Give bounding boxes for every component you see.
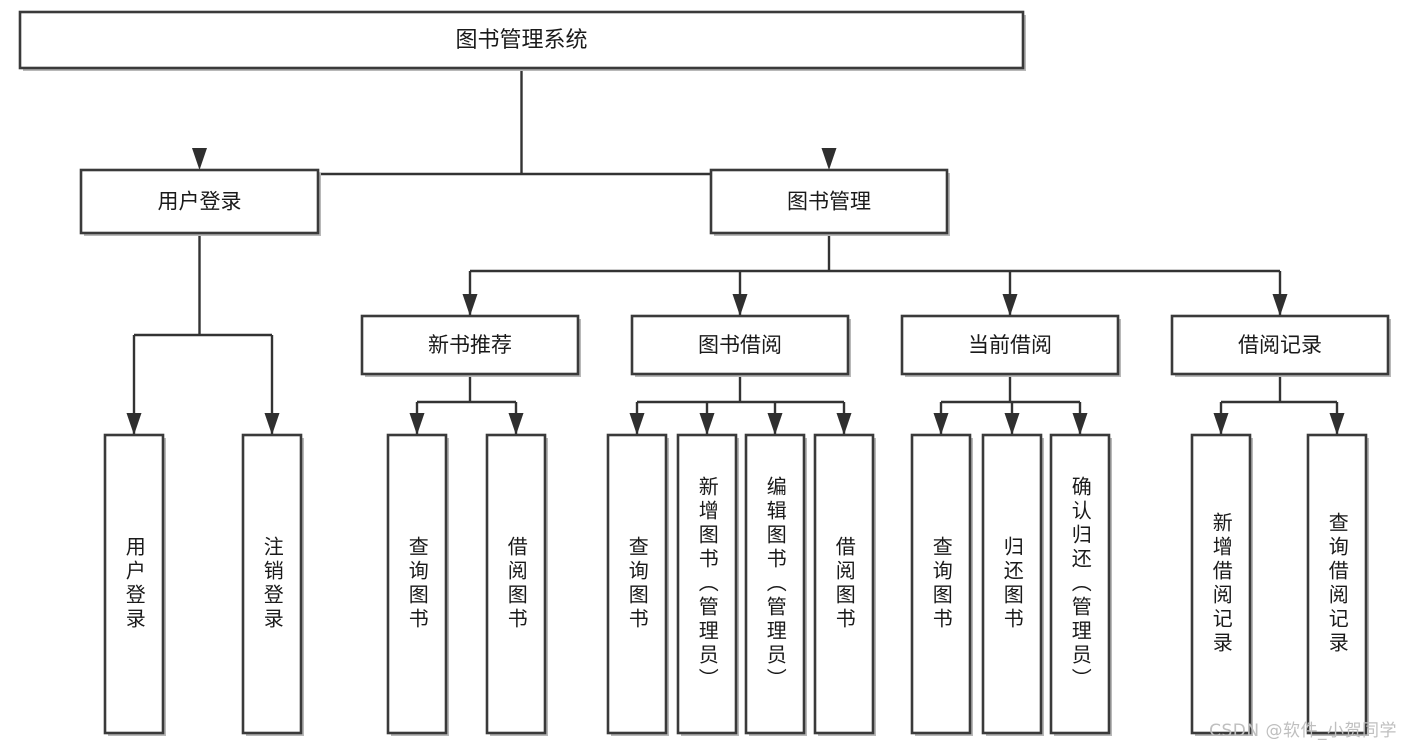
arrow-head-icon xyxy=(409,413,425,435)
node-label-n-borrow: 图书借阅 xyxy=(698,333,782,357)
node-box-n-records[interactable] xyxy=(1170,314,1390,376)
arrow-head-icon xyxy=(1002,294,1018,316)
arrow-head-icon xyxy=(629,413,645,435)
node-label-n-new-book: 新书推荐 xyxy=(428,333,512,357)
node-box-n-book-manage[interactable] xyxy=(709,168,949,235)
node-label-n-current: 当前借阅 xyxy=(968,333,1052,357)
watermark-text: CSDN @软件_小贺同学 xyxy=(1209,721,1397,741)
node-box-n-current[interactable] xyxy=(900,314,1120,376)
node-box-leaf-return-book[interactable] xyxy=(981,433,1043,735)
arrow-head-icon xyxy=(508,413,524,435)
node-box-n-new-book[interactable] xyxy=(360,314,580,376)
node-box-leaf-user-login[interactable] xyxy=(103,433,165,735)
node-box-root[interactable] xyxy=(18,10,1025,70)
node-box-leaf-borrow-book-1[interactable] xyxy=(485,433,547,735)
node-box-leaf-query-record[interactable] xyxy=(1306,433,1368,735)
arrow-head-icon xyxy=(732,294,748,316)
arrow-head-icon xyxy=(933,413,949,435)
box-layer xyxy=(18,10,1391,736)
node-box-leaf-query-book-2[interactable] xyxy=(606,433,668,735)
node-box-n-borrow[interactable] xyxy=(630,314,850,376)
node-box-leaf-logout[interactable] xyxy=(241,433,303,735)
arrow-head-icon xyxy=(821,148,837,170)
arrow-head-icon xyxy=(126,413,142,435)
arrow-head-icon xyxy=(1329,413,1345,435)
node-box-leaf-add-record[interactable] xyxy=(1190,433,1252,735)
node-label-root: 图书管理系统 xyxy=(455,28,587,53)
arrow-head-icon xyxy=(192,148,207,170)
node-box-leaf-query-book-3[interactable] xyxy=(910,433,972,735)
arrow-head-icon xyxy=(1213,413,1229,435)
arrow-head-icon xyxy=(264,413,280,435)
arrow-head-icon xyxy=(1072,413,1088,435)
arrow-head-icon xyxy=(699,413,715,435)
node-box-leaf-confirm-return[interactable] xyxy=(1049,433,1111,735)
node-box-leaf-add-book[interactable] xyxy=(676,433,738,735)
arrow-head-icon xyxy=(1272,294,1288,316)
node-label-n-book-manage: 图书管理 xyxy=(787,190,871,214)
node-box-n-user-login[interactable] xyxy=(79,168,320,235)
connector-layer xyxy=(126,68,1345,435)
node-label-n-user-login: 用户登录 xyxy=(158,190,242,214)
arrow-head-icon xyxy=(1004,413,1020,435)
node-box-leaf-borrow-book-2[interactable] xyxy=(813,433,875,735)
arrow-head-icon xyxy=(836,413,852,435)
arrow-head-icon xyxy=(767,413,783,435)
node-label-n-records: 借阅记录 xyxy=(1238,333,1322,357)
node-box-leaf-edit-book[interactable] xyxy=(744,433,806,735)
arrow-head-icon xyxy=(462,294,478,316)
node-box-leaf-query-book-1[interactable] xyxy=(386,433,448,735)
